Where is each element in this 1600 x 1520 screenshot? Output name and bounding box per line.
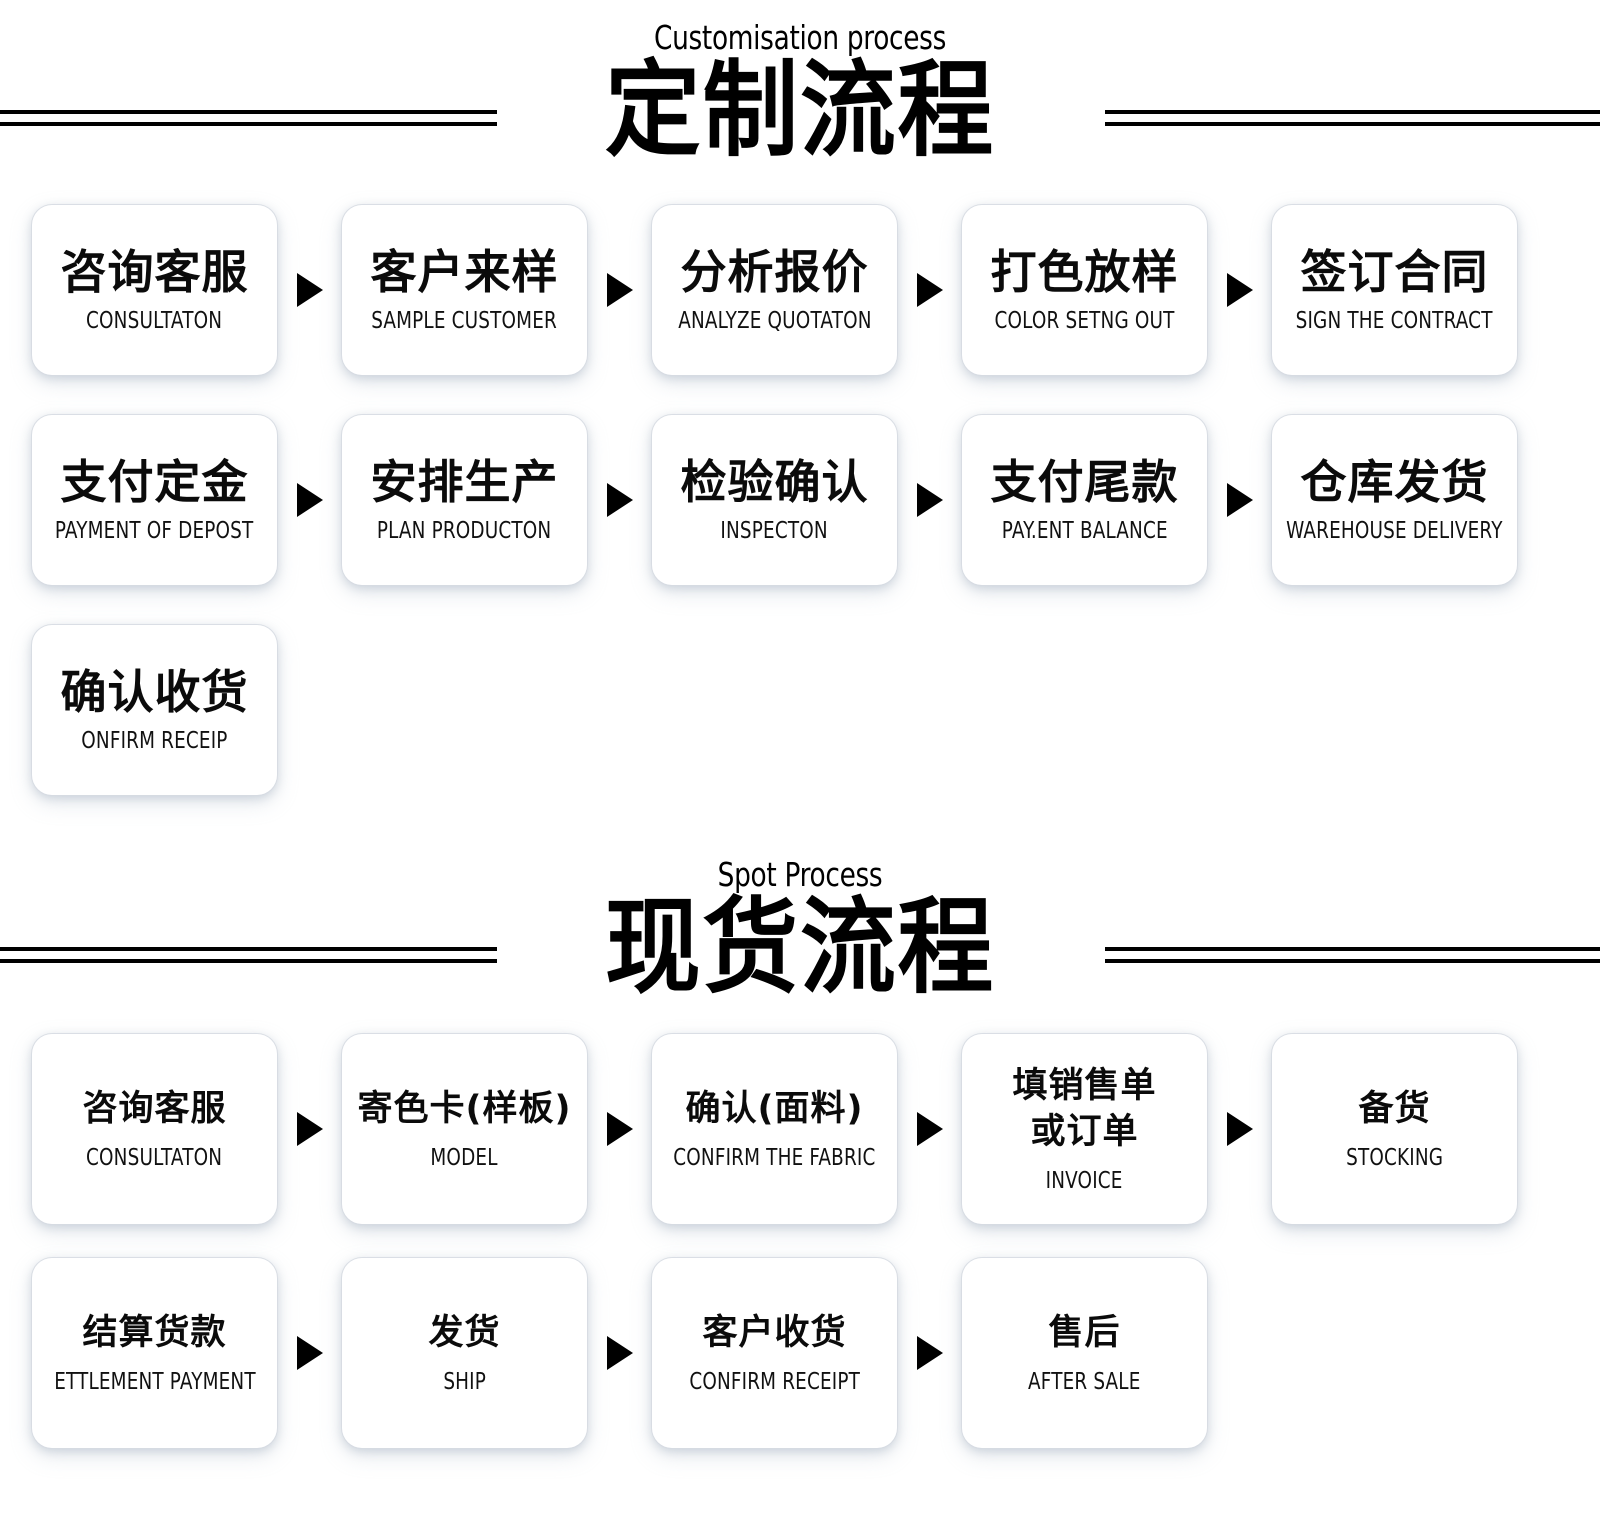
section-title-chinese: 定制流程: [604, 49, 996, 171]
flow-node[interactable]: 发货 SHIP: [342, 1258, 587, 1448]
flow-node-label-en: MODEL: [430, 1145, 499, 1171]
flow-row-customisation-1: 咨询客服 CONSULTATON 客户来样 SAMPLE CUSTOMER 分析…: [0, 205, 1600, 375]
flow-node[interactable]: 填销售单或订单 INVOICE: [962, 1034, 1207, 1224]
section-subtitle-english: Spot Process: [717, 855, 883, 894]
arrow-right-icon: [587, 1112, 652, 1146]
flow-node[interactable]: 仓库发货 WAREHOUSE DELIVERY: [1272, 415, 1517, 585]
flow-node-label-cn: 备货: [1358, 1089, 1431, 1129]
header-rule-left-top: [0, 947, 497, 951]
header-text-block: Spot Process 现货流程: [0, 837, 1600, 1003]
flow-node[interactable]: 客户来样 SAMPLE CUSTOMER: [342, 205, 587, 375]
flow-node-label-en: PAY.ENT BALANCE: [1001, 518, 1168, 544]
flow-node-label-cn: 分析报价: [680, 245, 869, 299]
arrow-right-icon: [1207, 1112, 1272, 1146]
flow-node-label-cn: 寄色卡(样板): [357, 1089, 572, 1129]
flow-node-label-en: PAYMENT OF DEPOST: [55, 518, 254, 544]
arrow-right-icon: [277, 483, 342, 517]
flow-node-label-cn: 客户收货: [702, 1313, 847, 1353]
arrow-right-icon: [897, 1336, 962, 1370]
flow-node-label-cn: 仓库发货: [1300, 455, 1489, 509]
flow-node-label-cn: 检验确认: [680, 455, 869, 509]
flow-node-label-en: ONFIRM RECEIP: [81, 728, 228, 754]
header-rule-left-bottom: [0, 959, 497, 963]
flow-node-label-cn: 咨询客服: [60, 245, 249, 299]
flow-row-spot-1: 咨询客服 CONSULTATON 寄色卡(样板) MODEL 确认(面料) CO…: [0, 1034, 1600, 1224]
flow-node-label-cn: 确认收货: [60, 665, 249, 719]
arrow-right-icon: [897, 1112, 962, 1146]
header-rule-right-bottom: [1105, 959, 1600, 963]
flow-node[interactable]: 分析报价 ANALYZE QUOTATON: [652, 205, 897, 375]
flow-node-label-cn: 结算货款: [82, 1313, 227, 1353]
flow-node[interactable]: 结算货款 ETTLEMENT PAYMENT: [32, 1258, 277, 1448]
flow-node[interactable]: 安排生产 PLAN PRODUCTON: [342, 415, 587, 585]
flow-node[interactable]: 客户收货 CONFIRM RECEIPT: [652, 1258, 897, 1448]
flow-node[interactable]: 咨询客服 CONSULTATON: [32, 1034, 277, 1224]
header-rule-right-top: [1105, 110, 1600, 114]
flow-node-label-en: SAMPLE CUSTOMER: [371, 308, 558, 334]
arrow-right-icon: [277, 1112, 342, 1146]
flow-node[interactable]: 支付尾款 PAY.ENT BALANCE: [962, 415, 1207, 585]
flow-node-label-en: INVOICE: [1046, 1168, 1123, 1194]
flow-node-label-cn: 安排生产: [370, 455, 559, 509]
flow-node[interactable]: 售后 AFTER SALE: [962, 1258, 1207, 1448]
flow-node-label-en: COLOR SETNG OUT: [994, 308, 1175, 334]
flow-node[interactable]: 确认收货 ONFIRM RECEIP: [32, 625, 277, 795]
flow-node[interactable]: 签订合同 SIGN THE CONTRACT: [1272, 205, 1517, 375]
header-text-block: Customisation process 定制流程: [0, 0, 1600, 166]
flow-node-label-en: WAREHOUSE DELIVERY: [1286, 518, 1503, 544]
arrow-right-icon: [897, 483, 962, 517]
flow-node-label-en: PLAN PRODUCTON: [377, 518, 552, 544]
flow-node-label-en: ETTLEMENT PAYMENT: [53, 1369, 256, 1395]
header-rule-left-bottom: [0, 122, 497, 126]
header-rule-left-top: [0, 110, 497, 114]
arrow-right-icon: [587, 483, 652, 517]
section-title-chinese: 现货流程: [604, 886, 996, 1008]
arrow-right-icon: [1207, 273, 1272, 307]
section-header-customisation: Customisation process 定制流程: [0, 0, 1600, 175]
header-rule-right-bottom: [1105, 122, 1600, 126]
flow-row-spot-2: 结算货款 ETTLEMENT PAYMENT 发货 SHIP 客户收货 CONF…: [0, 1258, 1600, 1448]
flow-node-label-en: CONSULTATON: [86, 1145, 223, 1171]
flow-node-label-en: AFTER SALE: [1028, 1369, 1141, 1395]
flow-node-label-cn: 发货: [428, 1313, 501, 1353]
flow-node[interactable]: 咨询客服 CONSULTATON: [32, 205, 277, 375]
flow-node[interactable]: 备货 STOCKING: [1272, 1034, 1517, 1224]
header-rule-right-top: [1105, 947, 1600, 951]
flow-node-label-en: CONFIRM THE FABRIC: [673, 1145, 876, 1171]
arrow-right-icon: [587, 273, 652, 307]
flow-node[interactable]: 检验确认 INSPECTON: [652, 415, 897, 585]
flow-node-label-cn: 支付尾款: [990, 455, 1179, 509]
section-subtitle-english: Customisation process: [653, 18, 947, 57]
arrow-right-icon: [277, 1336, 342, 1370]
flow-node-label-cn: 支付定金: [60, 455, 249, 509]
arrow-right-icon: [1207, 483, 1272, 517]
flow-node-label-cn: 打色放样: [990, 245, 1179, 299]
flow-node-label-cn: 售后: [1048, 1313, 1121, 1353]
flow-node-label-en: STOCKING: [1345, 1145, 1444, 1171]
flow-node-label-cn: 确认(面料): [685, 1089, 864, 1129]
flow-row-customisation-3: 确认收货 ONFIRM RECEIP: [0, 625, 1600, 795]
flow-node[interactable]: 确认(面料) CONFIRM THE FABRIC: [652, 1034, 897, 1224]
flow-node[interactable]: 打色放样 COLOR SETNG OUT: [962, 205, 1207, 375]
flow-node-label-en: SHIP: [443, 1369, 486, 1395]
flow-node-label-cn: 填销售单或订单: [1012, 1066, 1157, 1152]
section-header-spot: Spot Process 现货流程: [0, 837, 1600, 1012]
flow-node-label-cn: 客户来样: [370, 245, 559, 299]
arrow-right-icon: [897, 273, 962, 307]
flow-node-label-cn: 签订合同: [1300, 245, 1489, 299]
flow-row-customisation-2: 支付定金 PAYMENT OF DEPOST 安排生产 PLAN PRODUCT…: [0, 415, 1600, 585]
arrow-right-icon: [277, 273, 342, 307]
flow-node[interactable]: 寄色卡(样板) MODEL: [342, 1034, 587, 1224]
flow-node-label-en: INSPECTON: [720, 518, 829, 544]
flow-node-label-en: CONSULTATON: [86, 308, 223, 334]
flow-node-label-cn: 咨询客服: [82, 1089, 227, 1129]
arrow-right-icon: [587, 1336, 652, 1370]
flow-node[interactable]: 支付定金 PAYMENT OF DEPOST: [32, 415, 277, 585]
flow-node-label-en: CONFIRM RECEIPT: [689, 1369, 860, 1395]
flow-node-label-en: ANALYZE QUOTATON: [677, 308, 872, 334]
flow-node-label-en: SIGN THE CONTRACT: [1296, 308, 1493, 334]
